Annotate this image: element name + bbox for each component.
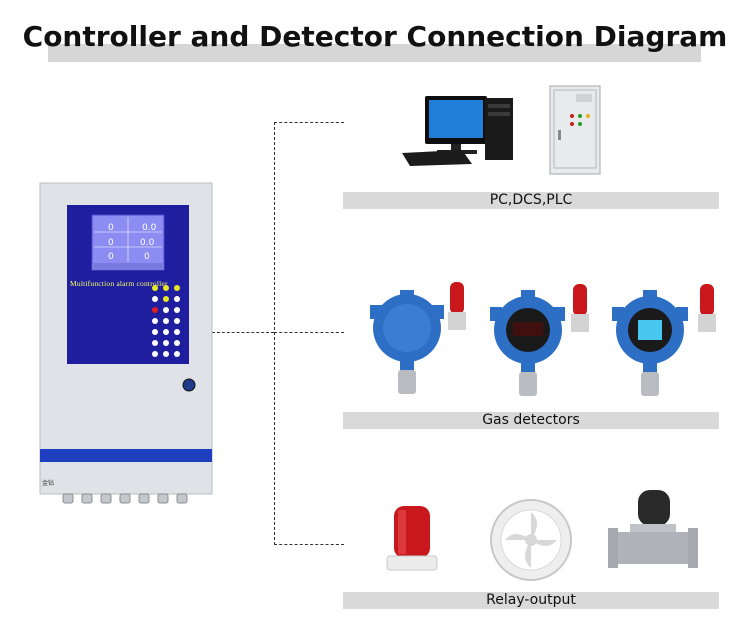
controller-blue-stripe [40,449,212,462]
strobe-light-1 [448,282,466,330]
title-underline-bar [48,44,701,62]
svg-text:0: 0 [144,252,150,262]
connector-gas [274,332,344,333]
controller-label: Multifunction alarm controller [70,279,168,288]
alarm-beacon-icon [386,506,438,571]
connector-pc [274,122,344,123]
key-lock-icon [182,378,196,392]
control-cabinet-icon [549,85,601,175]
cable-glands [62,493,188,504]
label-pc-dcs-plc: PC,DCS,PLC [343,192,719,209]
svg-text:0.0: 0.0 [140,238,155,248]
diagram-title: Controller and Detector Connection Diagr… [22,20,728,53]
keyboard-icon [402,150,472,166]
svg-text:0: 0 [108,238,114,248]
svg-text:0: 0 [108,252,114,262]
label-gas-detectors: Gas detectors [343,412,719,429]
connector-relay [274,544,344,545]
strobe-light-3 [698,284,716,332]
gas-detector-3 [612,290,688,396]
connector-main [212,332,274,333]
gas-detector-2 [490,290,565,396]
gas-detector-1 [370,290,444,394]
pc-tower-icon [485,98,513,160]
exhaust-fan-icon [490,499,572,581]
controller-keypad [152,285,180,357]
label-relay-output: Relay-output [343,592,719,609]
solenoid-valve-icon [608,490,698,568]
brand-mark: 金钻 [42,480,55,487]
svg-text:0: 0 [108,223,114,233]
strobe-light-2 [571,284,589,332]
svg-text:0.0: 0.0 [142,223,157,233]
connector-trunk [274,122,275,545]
